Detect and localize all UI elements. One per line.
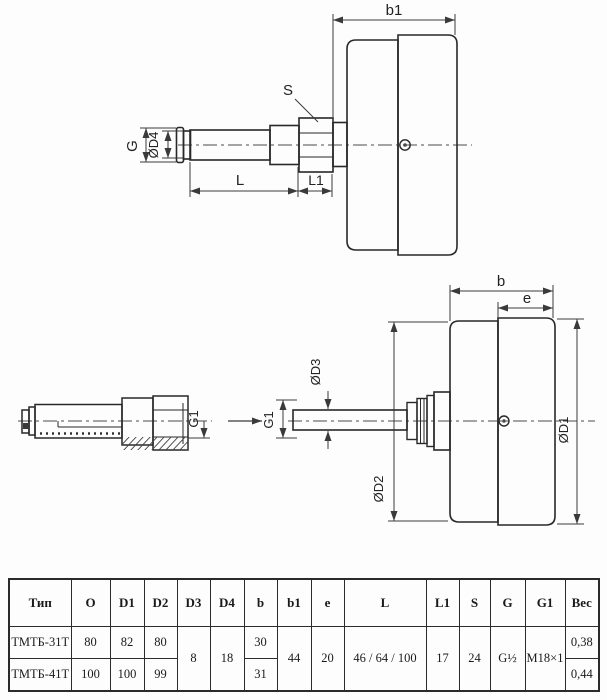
col-header-g: G [489,578,526,627]
section-hatching [122,437,188,450]
table-row: ТМТБ-31Т 80 82 80 8 18 30 44 20 46 / 64 … [8,626,600,692]
cell-d3-shared: 8 [176,626,211,692]
cell-diam: 80 [70,626,111,659]
dim-label-g1-stem: G1 [261,411,276,428]
dim-label-g: G [124,140,141,152]
cell-d1: 100 [109,658,145,692]
dim-label-s: S [283,82,293,99]
cell-l1-shared: 17 [425,626,460,692]
bottom-drawing-rear-view: G1 [18,273,595,526]
col-header-l1: L1 [425,578,460,627]
col-header-l: L [343,578,427,627]
col-header-d2: D2 [143,578,178,627]
cell-g-shared: G½ [489,626,526,692]
case-back [449,320,499,523]
dim-label-g1-well: G1 [186,410,201,427]
top-dimensions [140,14,456,197]
d2-dimension [388,321,448,522]
dim-label-d1: ØD1 [556,417,571,444]
dim-label-e: e [523,290,531,307]
dim-label-d3: ØD3 [308,359,323,386]
cell-d2: 99 [143,658,178,692]
col-header-s: S [458,578,491,627]
thermometer-drawings: b1 S G ØD4 L L1 [18,2,595,526]
cell-d4-shared: 18 [209,626,245,692]
col-header-d3: D3 [176,578,211,627]
specification-table: Тип O D1 D2 D3 D4 b b1 e L L1 S G G1 Вес… [8,578,600,692]
stem [292,409,408,431]
dim-label-d2: ØD2 [371,476,386,503]
dim-label-b: b [497,273,505,290]
col-header-weight: Вес [564,578,600,627]
cell-g1-shared: M18×1 [524,626,566,692]
case-back [346,39,399,251]
cell-type: ТМТБ-31Т [8,626,72,659]
cell-d2: 80 [143,626,178,659]
cell-e-shared: 20 [310,626,345,692]
col-header-g1: G1 [524,578,566,627]
well-tip-section [23,423,29,429]
dim-label-l: L [236,172,244,189]
cell-weight: 0,44 [564,658,600,692]
case-front-bezel [497,317,556,526]
dim-label-l1: L1 [308,172,324,188]
top-drawing-side-view: b1 S G ØD4 L L1 [124,2,472,256]
cell-type: ТМТБ-41Т [8,658,72,692]
pivot-screw [399,139,411,151]
col-header-e: e [310,578,345,627]
table-row: ТМТБ-41Т 100 100 99 31 0,44 [8,658,600,692]
cell-b1-shared: 44 [276,626,312,692]
dim-label-d4: ØD4 [146,132,161,159]
col-header-type: Тип [8,578,72,627]
col-header-d1: D1 [109,578,145,627]
col-header-diam: O [70,578,111,627]
cell-b: 30 [243,626,278,659]
well-hex-nut [152,395,189,451]
cell-weight: 0,38 [564,626,600,659]
header-row: Тип O D1 D2 D3 D4 b b1 e L L1 S G G1 Вес [8,578,600,627]
thermometer-body-outline [175,34,458,256]
col-header-d4: D4 [209,578,245,627]
cell-d1: 82 [109,626,145,659]
cell-s-shared: 24 [458,626,491,692]
bottom-dimensions [276,285,584,525]
cell-l-shared: 46 / 64 / 100 [343,626,427,692]
cell-diam: 100 [70,658,111,692]
thermometer-rear-view: b e ØD3 G1 ØD2 ØD1 [261,273,595,526]
col-header-b: b [243,578,278,627]
dim-label-b1: b1 [386,2,403,19]
protective-well: G1 [18,395,212,451]
col-header-b1: b1 [276,578,312,627]
case-front-bezel [397,34,458,256]
cell-b: 31 [243,658,278,692]
pivot-screw [498,415,510,427]
